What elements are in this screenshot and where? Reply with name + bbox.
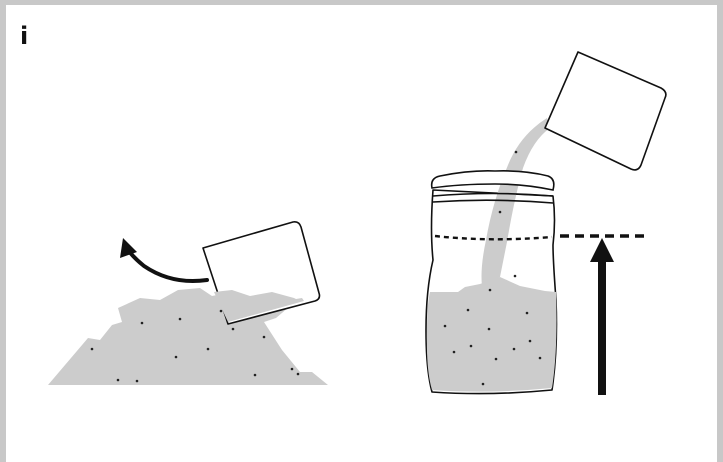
curved-arrow-icon [120, 238, 207, 281]
scoop-icon [545, 52, 666, 170]
info-icon: i [20, 24, 28, 48]
jar-powder [427, 277, 557, 392]
arrow-up-icon [590, 238, 614, 395]
frame-left [0, 0, 6, 462]
frame-right [717, 0, 723, 462]
powder-pile-scene [48, 222, 328, 385]
jar-scene [426, 52, 666, 395]
frame-top [0, 0, 723, 5]
